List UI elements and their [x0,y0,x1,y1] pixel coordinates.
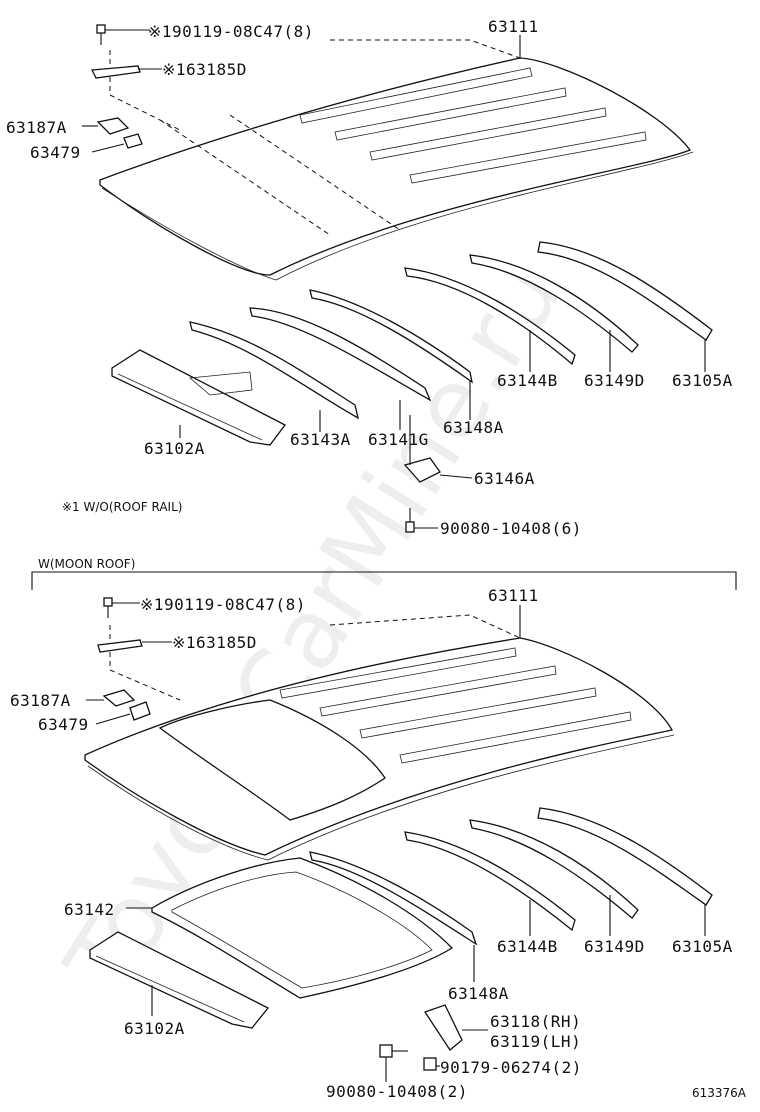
label-63102a-top: 63102A [144,439,205,458]
label-bolt-90119-top: ※190119-08C47(8) [148,22,314,41]
label-63149d-bottom: 63149D [584,937,645,956]
label-63141g-top: 63141G [368,430,429,449]
moon-roof-assembly: W(MOON ROOF) [10,557,747,1101]
label-63118: 63118(RH) [490,1012,581,1031]
part-63479-top [123,133,143,149]
roof-bow-63144b-top [404,267,576,366]
roof-bow-63149d-bottom [469,819,639,919]
roof-bow-63141g-top [249,307,432,402]
clip-63187a-top [96,117,130,135]
label-63119: 63119(LH) [490,1032,581,1051]
label-63102a-bottom: 63102A [124,1019,185,1038]
part-63479-bottom [129,701,151,721]
bolt-90119-bottom [103,597,113,618]
roof-bow-63148a-bottom [309,851,478,946]
clip-63187a-bottom [102,689,136,707]
label-63146a-top: 63146A [474,469,535,488]
roof-bow-63143a-top [189,321,359,420]
section-label-moon-roof: W(MOON ROOF) [38,557,135,571]
nut-90179 [423,1057,437,1071]
front-header-63105a-top [537,241,713,341]
bracket-63146a-top [403,457,441,483]
label-63144b-bottom: 63144B [497,937,558,956]
label-63149d-top: 63149D [584,371,645,390]
label-bolt-90119-bottom: ※190119-08C47(8) [140,595,306,614]
label-63479-bottom: 63479 [38,715,89,734]
label-63187a-top: 63187A [6,118,67,137]
note-without-roof-rail: ※1 W/O(ROOF RAIL) [62,500,182,514]
bracket-63185d-top [90,65,141,79]
sunroof-frame-63142 [151,857,454,999]
label-63143a-top: 63143A [290,430,351,449]
figure-code: 613376A [692,1086,747,1100]
bracket-63185d-bottom [97,639,143,653]
label-63111-bottom: 63111 [488,586,539,605]
bolt-90119-top [96,24,106,45]
label-63148a-bottom: 63148A [448,984,509,1003]
label-nut-90179: 90179-06274(2) [440,1058,582,1077]
label-screw-90080-bottom: 90080-10408(2) [326,1082,468,1101]
rear-header-63102a-bottom [89,931,270,1029]
rear-header-63102a-top [111,349,286,446]
label-63105a-top: 63105A [672,371,733,390]
top-assembly: ※190119-08C47(8) ※163185D 63187A 63479 6… [6,17,733,538]
label-63111-top: 63111 [488,17,539,36]
label-63185d-top: ※163185D [162,60,247,79]
roof-bow-63148a-top [309,289,473,384]
bracket-63118-63119 [423,1004,463,1051]
roof-bow-63149d-top [469,254,639,353]
label-63185d-bottom: ※163185D [172,633,257,652]
roof-panel-top [99,57,692,276]
label-63142: 63142 [64,900,115,919]
screw-90080-top [405,508,415,533]
label-63187a-bottom: 63187A [10,691,71,710]
label-63144b-top: 63144B [497,371,558,390]
label-screw-90080-top: 90080-10408(6) [440,519,582,538]
label-63479-top: 63479 [30,143,81,162]
screw-90080-bottom [379,1044,408,1058]
label-63148a-top: 63148A [443,418,504,437]
roof-panel-moonroof [84,637,673,856]
front-header-63105a-bottom [537,807,713,906]
roof-bow-63144b-bottom [404,831,576,932]
moonroof-opening [158,699,386,821]
label-63105a-bottom: 63105A [672,937,733,956]
